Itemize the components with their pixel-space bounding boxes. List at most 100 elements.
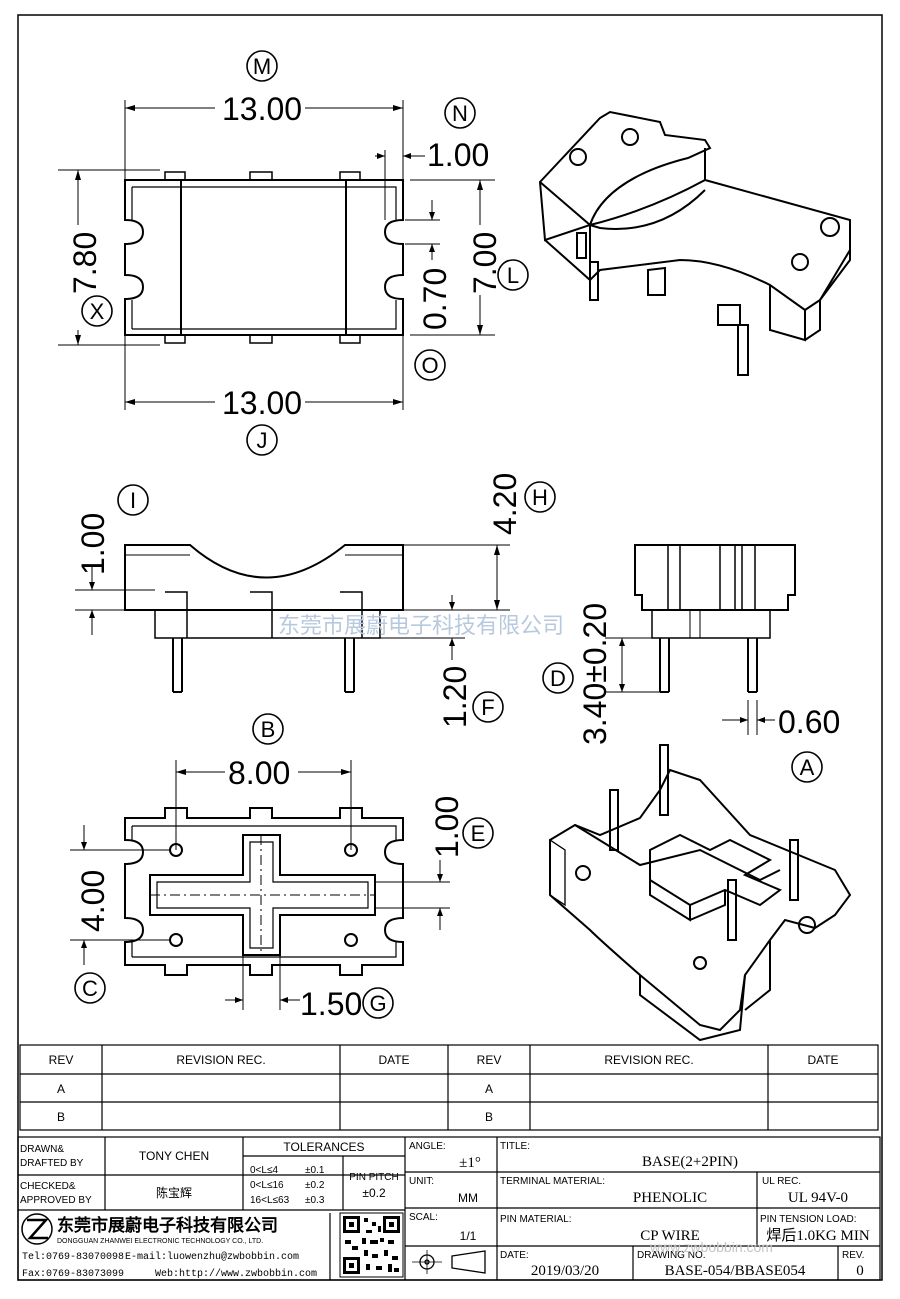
web-watermark: www.zwbobbin.com — [649, 1239, 773, 1255]
checked-value: 陈宝辉 — [156, 1185, 192, 1200]
rev-row-b-left: B — [57, 1110, 65, 1124]
checked-label-1: CHECKED& — [20, 1181, 76, 1192]
callout-a: A — [800, 755, 815, 780]
scale-value: 1/1 — [460, 1229, 477, 1243]
bottom-view — [124, 807, 404, 976]
terminal-material-label: TERMINAL MATERIAL: — [500, 1176, 605, 1187]
checked-label-2: APPROVED BY — [20, 1195, 92, 1206]
tol-value-1: ±0.1 — [305, 1165, 325, 1176]
ul-rec-label: UL REC. — [762, 1176, 801, 1187]
company-web: Web:http://www.zwbobbin.com — [155, 1268, 317, 1280]
callout-f: F — [481, 695, 494, 720]
iso-view-top — [538, 110, 851, 376]
date-header-1: DATE — [378, 1053, 409, 1067]
bottom-view-dims — [70, 760, 450, 1010]
pin-material-value: CP WIRE — [640, 1228, 700, 1244]
callout-l: L — [507, 263, 519, 288]
date-value: 2019/03/20 — [531, 1263, 599, 1279]
top-view — [124, 171, 404, 344]
unit-value: MM — [458, 1191, 478, 1205]
rev-row-b-right: B — [485, 1110, 493, 1124]
terminal-material-value: PHENOLIC — [633, 1190, 707, 1206]
drawing-no-value: BASE-054/BBASE054 — [665, 1263, 806, 1279]
iso-view-bottom — [549, 744, 852, 1042]
drawn-label-2: DRAFTED BY — [20, 1158, 84, 1169]
revision-table — [19, 1044, 879, 1131]
unit-label: UNIT: — [409, 1176, 434, 1187]
dim-n: 1.00 — [427, 137, 489, 173]
angle-value: ±1° — [459, 1155, 481, 1171]
scale-label: SCAL: — [409, 1212, 438, 1223]
callout-d: D — [550, 666, 566, 691]
dim-b: 8.00 — [228, 755, 290, 791]
callout-m: M — [253, 54, 271, 79]
rev-row-a-right: A — [485, 1082, 493, 1096]
dim-x: 7.80 — [67, 232, 103, 294]
pin-pitch-value: ±0.2 — [362, 1186, 386, 1200]
pin-pitch-label: PIN PITCH — [349, 1172, 398, 1183]
callout-i: I — [130, 488, 136, 513]
dim-g: 1.50 — [300, 986, 362, 1022]
tolerances-label: TOLERANCES — [283, 1140, 364, 1154]
tol-range-2: 0<L≤16 — [250, 1180, 284, 1191]
rev-header-2: REV — [477, 1053, 502, 1067]
dim-e: 1.00 — [429, 796, 465, 858]
rev-label: REV. — [842, 1250, 864, 1261]
rev-row-a-left: A — [57, 1082, 65, 1096]
callout-e: E — [471, 821, 486, 846]
sheet-border — [17, 14, 883, 1281]
dim-m: 13.00 — [222, 91, 302, 127]
company-tel: Tel:0769-83070098 — [22, 1251, 124, 1263]
pin-material-label: PIN MATERIAL: — [500, 1214, 572, 1225]
revision-header-1: REVISION REC. — [176, 1053, 265, 1067]
dim-o: 0.70 — [417, 268, 453, 330]
callout-b: B — [261, 717, 276, 742]
company-name-en: DONGGUAN ZHANWEI ELECTRONIC TECHNOLOGY C… — [57, 1238, 263, 1245]
tol-value-2: ±0.2 — [305, 1180, 325, 1191]
drawing-no-label: DRAWING NO. — [637, 1250, 706, 1261]
watermark-text: 东莞市展蔚电子科技有限公司 — [278, 614, 564, 639]
dim-a: 0.60 — [778, 704, 840, 740]
title-label: TITLE: — [500, 1141, 530, 1152]
projection-symbol-icon — [412, 1250, 486, 1274]
callout-o: O — [421, 353, 438, 378]
pin-tension-value: 焊后1.0KG MIN — [766, 1227, 869, 1244]
company-logo — [21, 1213, 53, 1245]
front-view — [124, 544, 404, 693]
company-name-cn: 东莞市展蔚电子科技有限公司 — [57, 1215, 278, 1236]
title-value: BASE(2+2PIN) — [642, 1154, 738, 1170]
date-label: DATE: — [500, 1250, 529, 1261]
dim-j: 13.00 — [222, 385, 302, 421]
callout-circles — [74, 50, 823, 1019]
pin-tension-label: PIN TENSION LOAD: — [760, 1214, 857, 1225]
callout-g: G — [369, 991, 386, 1016]
callout-x: X — [90, 299, 105, 324]
dim-d: 3.40±0.20 — [577, 603, 613, 745]
drawn-value: TONY CHEN — [139, 1149, 209, 1163]
callout-j: J — [257, 428, 268, 453]
dim-f: 1.20 — [437, 666, 473, 728]
company-fax: Fax:0769-83073099 — [22, 1269, 124, 1280]
tol-range-1: 0<L≤4 — [250, 1165, 278, 1176]
dim-i: 1.00 — [75, 513, 111, 575]
callout-n: N — [452, 101, 468, 126]
dim-l: 7.00 — [467, 232, 503, 294]
qr-code — [339, 1212, 404, 1278]
revision-header-2: REVISION REC. — [604, 1053, 693, 1067]
front-view-dims — [75, 544, 510, 660]
angle-label: ANGLE: — [409, 1141, 446, 1152]
side-view — [634, 544, 796, 693]
dim-c: 4.00 — [75, 870, 111, 932]
title-block — [17, 1136, 881, 1281]
side-view-dims — [605, 637, 775, 735]
rev-header-1: REV — [49, 1053, 74, 1067]
drawn-label-1: DRAWN& — [20, 1144, 64, 1155]
callout-c: C — [82, 976, 98, 1001]
dim-h: 4.20 — [487, 473, 523, 535]
date-header-2: DATE — [807, 1053, 838, 1067]
ul-rec-value: UL 94V-0 — [788, 1190, 848, 1206]
tol-value-3: ±0.3 — [305, 1195, 325, 1206]
tol-range-3: 16<L≤63 — [250, 1195, 290, 1206]
company-email: E-mail:luowenzhu@zwbobbin.com — [125, 1251, 299, 1263]
